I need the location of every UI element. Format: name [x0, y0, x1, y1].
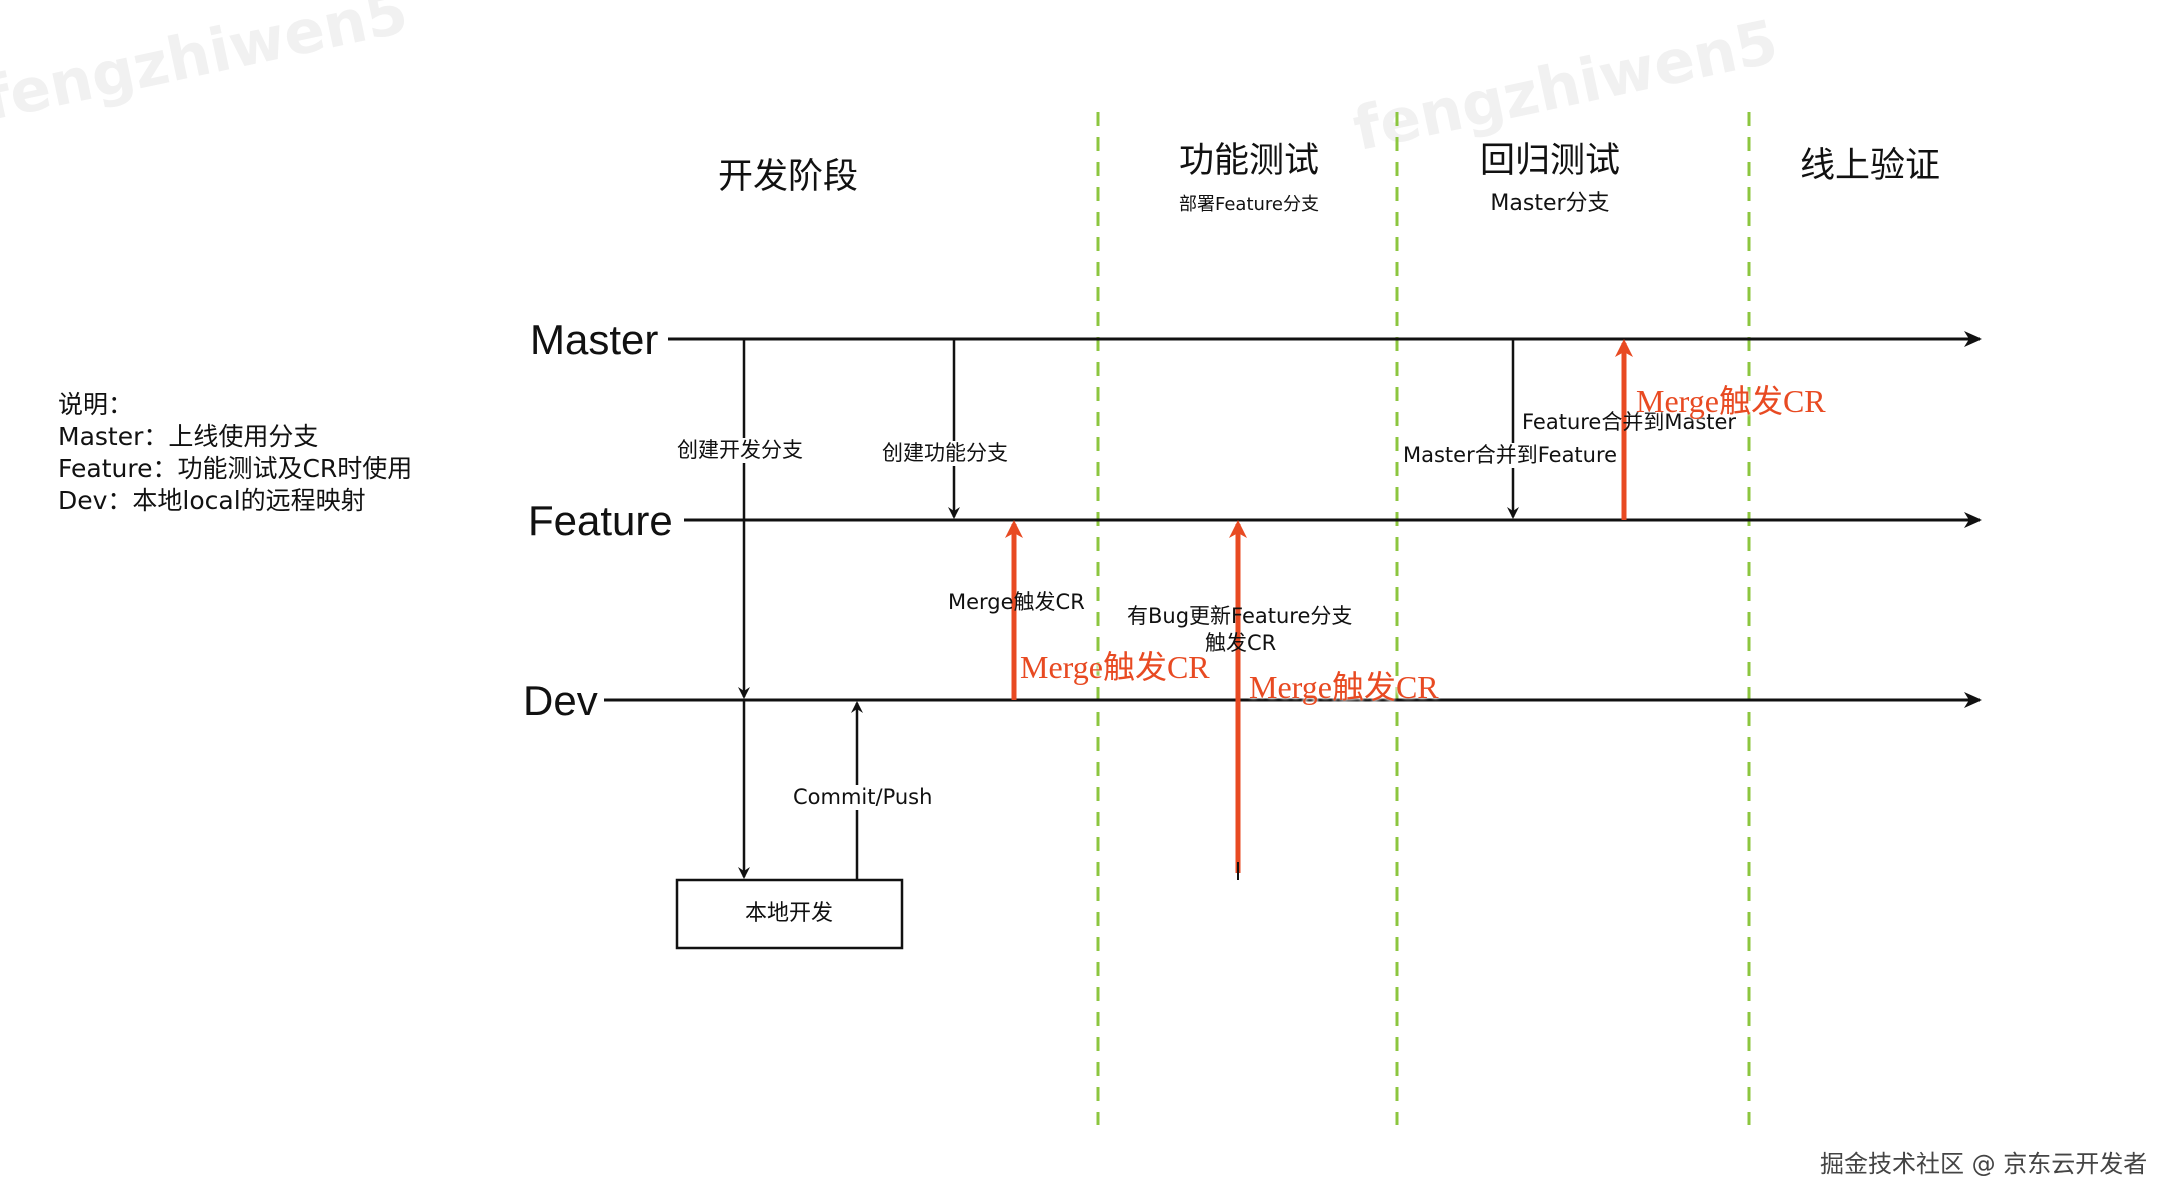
edge-label-create-dev: 创建开发分支 [675, 438, 805, 464]
cr-label-dev-to-feature: Merge触发CR [1020, 649, 1210, 685]
cr-label-feature-to-master: Merge触发CR [1636, 383, 1826, 419]
notes-title: 说明： [58, 390, 134, 419]
footer-attribution: 掘金技术社区 @ 京东云开发者 [1820, 1150, 2148, 1178]
notes-feature: Feature：功能测试及CR时使用 [58, 454, 413, 483]
branch-label-dev: Dev [523, 677, 598, 724]
edge-label-merge-cr: Merge触发CR [948, 590, 1085, 614]
notes-master: Master：上线使用分支 [58, 422, 319, 451]
notes-dev: Dev：本地local的远程映射 [58, 486, 366, 515]
phase-title-dev: 开发阶段 [717, 157, 859, 197]
local-dev-box [675, 878, 904, 950]
cr-label-bugfix: Merge触发CR [1249, 669, 1439, 705]
edge-label-bug-update: 有Bug更新Feature分支 [1127, 604, 1353, 628]
phase-title-functional-test: 功能测试 [1178, 141, 1320, 181]
phase-title-regression-test: 回归测试 [1479, 141, 1621, 181]
phase-title-online-verify: 线上验证 [1799, 146, 1941, 186]
phase-subtitle-regression-test: Master分支 [1490, 191, 1610, 216]
local-dev-label: 本地开发 [744, 900, 834, 926]
phase-subtitle-functional-test: 部署Feature分支 [1178, 194, 1320, 215]
edge-label-bug-cr: 触发CR [1205, 631, 1277, 655]
edge-label-master-to-feature: Master合并到Feature [1401, 443, 1620, 469]
edge-label-commit-push: Commit/Push [791, 785, 935, 811]
edge-label-feature-to-master: Feature合并到Master [1522, 410, 1737, 434]
edge-label-create-feature: 创建功能分支 [880, 441, 1010, 467]
branch-label-master: Master [530, 316, 659, 363]
branch-label-feature: Feature [528, 497, 673, 544]
